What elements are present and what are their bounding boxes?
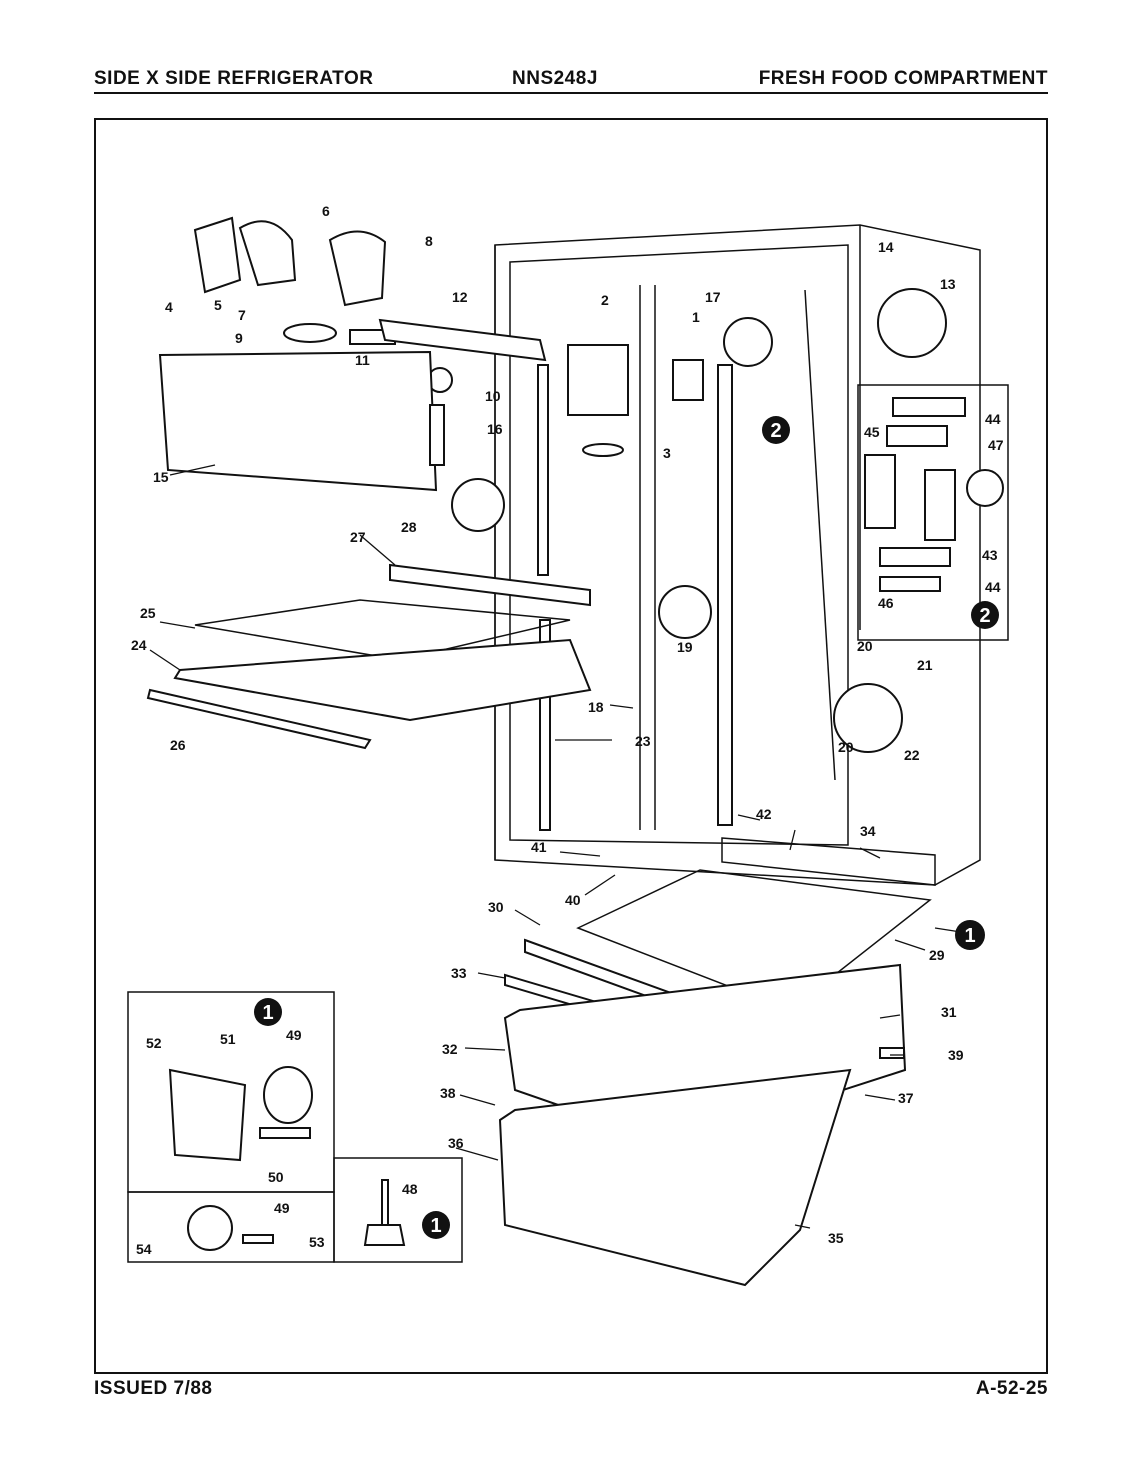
label-7: 7 xyxy=(238,307,246,323)
diagram-frame xyxy=(94,118,1048,1374)
label-49a: 49 xyxy=(286,1027,302,1043)
label-44a: 44 xyxy=(985,411,1001,427)
crisper-assembly xyxy=(498,837,936,1287)
callout-1-inset-b: 1 xyxy=(430,1215,441,1237)
header-rule xyxy=(94,92,1048,94)
label-39: 39 xyxy=(948,1047,964,1063)
label-18: 18 xyxy=(588,699,604,715)
label-2: 2 xyxy=(601,292,609,308)
label-14: 14 xyxy=(878,239,894,255)
label-22: 22 xyxy=(904,747,920,763)
detail-views xyxy=(658,288,1009,753)
label-54: 54 xyxy=(136,1241,152,1257)
label-23: 23 xyxy=(635,733,651,749)
label-3: 3 xyxy=(663,445,671,461)
label-25: 25 xyxy=(140,605,156,621)
label-9: 9 xyxy=(235,330,243,346)
label-24: 24 xyxy=(131,637,147,653)
label-33: 33 xyxy=(451,965,467,981)
label-34: 34 xyxy=(860,823,876,839)
label-17: 17 xyxy=(705,289,721,305)
cabinet xyxy=(494,224,981,886)
label-47: 47 xyxy=(988,437,1004,453)
label-10: 10 xyxy=(485,388,501,404)
label-19: 19 xyxy=(677,639,693,655)
label-41: 41 xyxy=(531,839,547,855)
label-21: 21 xyxy=(917,657,933,673)
footer-issued: ISSUED 7/88 xyxy=(94,1378,213,1399)
footer-code: A-52-25 xyxy=(975,1378,1048,1399)
label-26: 26 xyxy=(170,737,186,753)
callout-marker-2: 2 xyxy=(762,416,790,444)
label-6: 6 xyxy=(322,203,330,219)
callout-marker-1c: 1 xyxy=(422,1211,450,1239)
control-parts xyxy=(158,216,773,492)
callout-2-inset: 2 xyxy=(979,605,990,627)
label-36: 36 xyxy=(448,1135,464,1151)
callout-marker-1b: 1 xyxy=(254,998,282,1026)
label-44b: 44 xyxy=(985,579,1001,595)
label-48: 48 xyxy=(402,1181,418,1197)
label-45: 45 xyxy=(864,424,880,440)
label-50: 50 xyxy=(268,1169,284,1185)
callout-2-label: 2 xyxy=(770,420,781,442)
label-31: 31 xyxy=(941,1004,957,1020)
header-title: SIDE X SIDE REFRIGERATOR xyxy=(94,68,374,89)
label-40: 40 xyxy=(565,892,581,908)
label-35: 35 xyxy=(828,1230,844,1246)
label-46: 46 xyxy=(878,595,894,611)
label-15: 15 xyxy=(153,469,169,485)
callout-1-label: 1 xyxy=(964,925,975,947)
shelf-assembly xyxy=(146,478,592,750)
header-model: NNS248J xyxy=(512,68,598,89)
label-5: 5 xyxy=(214,297,222,313)
label-12: 12 xyxy=(452,289,468,305)
label-49b: 49 xyxy=(274,1200,290,1216)
header-section: FRESH FOOD COMPARTMENT xyxy=(758,68,1048,89)
callout-1-inset: 1 xyxy=(262,1002,273,1024)
label-20a: 20 xyxy=(857,638,873,654)
callout-marker-1: 1 xyxy=(955,920,985,950)
label-38: 38 xyxy=(440,1085,456,1101)
inset-panels xyxy=(127,991,463,1263)
label-11: 11 xyxy=(355,352,370,368)
part-labels: 1 2 3 4 5 6 7 8 9 10 11 12 13 14 15 16 1… xyxy=(131,203,1004,1257)
label-1: 1 xyxy=(692,309,700,325)
label-8: 8 xyxy=(425,233,433,249)
label-28: 28 xyxy=(401,519,417,535)
label-43: 43 xyxy=(982,547,998,563)
leader-lines xyxy=(149,464,981,1229)
label-16: 16 xyxy=(487,421,503,437)
label-27: 27 xyxy=(350,529,366,545)
label-29: 29 xyxy=(929,947,945,963)
label-51: 51 xyxy=(220,1031,236,1047)
label-52: 52 xyxy=(146,1035,162,1051)
label-32: 32 xyxy=(442,1041,458,1057)
label-20b: 20 xyxy=(838,739,854,755)
label-13: 13 xyxy=(940,276,956,292)
label-53: 53 xyxy=(309,1234,325,1250)
label-37: 37 xyxy=(898,1090,914,1106)
callout-marker-2b: 2 xyxy=(971,601,999,629)
label-42: 42 xyxy=(756,806,772,822)
label-4: 4 xyxy=(165,299,173,315)
label-30: 30 xyxy=(488,899,504,915)
